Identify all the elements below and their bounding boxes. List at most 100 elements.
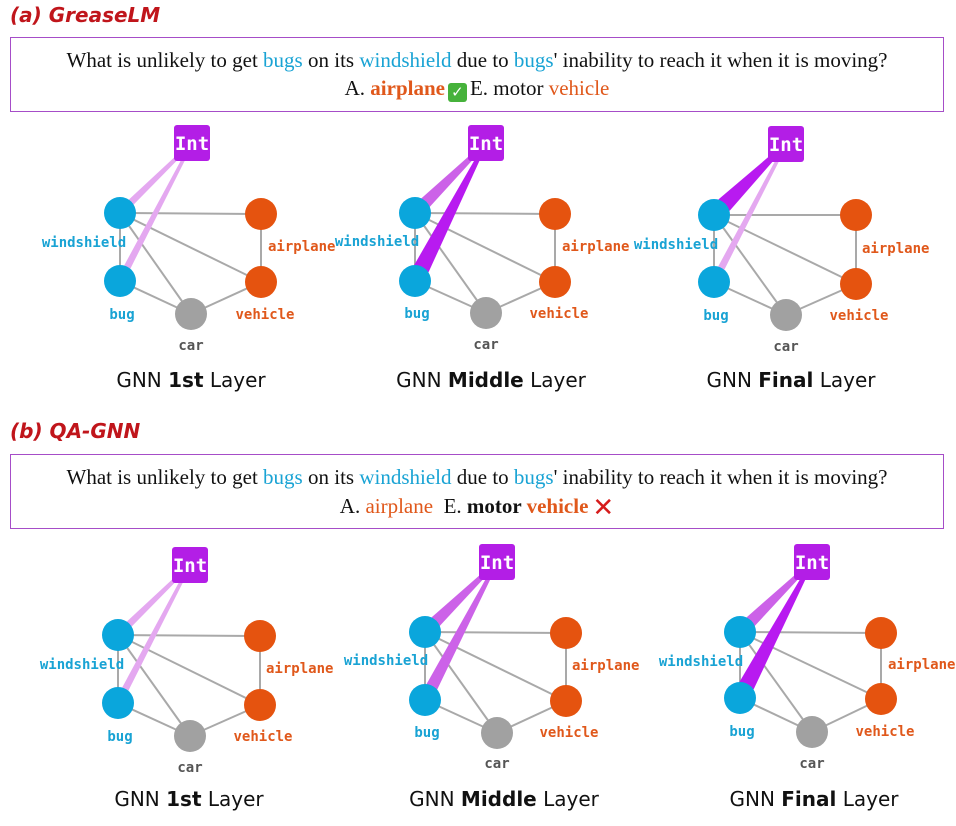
node-vehicle bbox=[245, 266, 277, 298]
caption-suffix: Layer bbox=[204, 368, 267, 392]
node-bug bbox=[724, 682, 756, 714]
question-word-bugs: bugs bbox=[263, 465, 303, 489]
question-box-b: What is unlikely to get bugs on its wind… bbox=[10, 454, 944, 529]
question-word-bugs: bugs bbox=[513, 48, 554, 72]
question-fragment: on its bbox=[302, 465, 360, 489]
caption-prefix: GNN bbox=[114, 787, 166, 811]
caption-suffix: Layer bbox=[836, 787, 899, 811]
label-vehicle: vehicle bbox=[855, 724, 914, 740]
node-bug bbox=[409, 684, 441, 716]
caption-prefix: GNN bbox=[706, 368, 758, 392]
graph-edge bbox=[119, 212, 262, 283]
node-int bbox=[172, 547, 208, 583]
label-vehicle: vehicle bbox=[829, 308, 888, 324]
attention-beam-bug bbox=[717, 143, 788, 272]
panel-caption: GNN Middle Layer bbox=[396, 368, 586, 392]
node-airplane bbox=[865, 617, 897, 649]
label-airplane: airplane bbox=[266, 661, 333, 677]
question-text-a: What is unlikely to get bugs on its wind… bbox=[11, 48, 943, 73]
label-vehicle: vehicle bbox=[539, 725, 598, 741]
node-int-label: Int bbox=[795, 552, 829, 574]
label-airplane: airplane bbox=[888, 657, 955, 673]
node-int-label: Int bbox=[480, 552, 514, 574]
panel-caption: GNN Final Layer bbox=[729, 787, 899, 811]
question-fragment: ' inability to reach it when it is movin… bbox=[553, 465, 888, 489]
answer-e-text: vehicle bbox=[548, 76, 610, 100]
label-windshield: windshield bbox=[335, 234, 419, 250]
label-airplane: airplane bbox=[862, 241, 929, 257]
panel-caption: GNN 1st Layer bbox=[116, 368, 266, 392]
label-windshield: windshield bbox=[40, 657, 124, 673]
node-airplane bbox=[539, 198, 571, 230]
graph-edge bbox=[713, 214, 787, 316]
caption-layer: 1st bbox=[168, 368, 204, 392]
graph-edge bbox=[739, 631, 882, 634]
answer-e-motor: motor bbox=[466, 494, 527, 518]
question-fragment: What is unlikely to get bbox=[66, 465, 264, 489]
answer-a-prefix: A. bbox=[344, 76, 371, 100]
node-bug bbox=[399, 265, 431, 297]
label-car: car bbox=[799, 756, 824, 772]
answer-e-text: vehicle bbox=[526, 494, 589, 518]
question-word-windshield: windshield bbox=[359, 465, 452, 489]
label-vehicle: vehicle bbox=[529, 306, 588, 322]
answer-e-prefix: E. motor bbox=[469, 76, 549, 100]
answers-a: A. airplane✓E. motor vehicle bbox=[11, 76, 943, 102]
node-vehicle bbox=[865, 683, 897, 715]
node-bug bbox=[104, 265, 136, 297]
label-car: car bbox=[473, 337, 498, 353]
node-vehicle bbox=[244, 689, 276, 721]
caption-layer: 1st bbox=[166, 787, 202, 811]
label-bug: bug bbox=[703, 308, 728, 324]
node-airplane bbox=[244, 620, 276, 652]
attention-beam-bug bbox=[414, 142, 488, 273]
node-bug bbox=[102, 687, 134, 719]
check-icon: ✓ bbox=[447, 83, 467, 102]
label-windshield: windshield bbox=[659, 654, 743, 670]
label-bug: bug bbox=[109, 307, 134, 323]
question-fragment: ' inability to reach it when it is movin… bbox=[553, 48, 888, 72]
label-airplane: airplane bbox=[572, 658, 639, 674]
section-b-title: (b) QA-GNN bbox=[10, 419, 141, 443]
caption-suffix: Layer bbox=[813, 368, 876, 392]
answer-a-text: airplane bbox=[370, 76, 445, 100]
node-windshield bbox=[102, 619, 134, 651]
label-vehicle: vehicle bbox=[235, 307, 294, 323]
answer-e-prefix: E. bbox=[443, 494, 467, 518]
caption-layer: Final bbox=[781, 787, 836, 811]
graph-edge bbox=[119, 212, 192, 315]
panel-caption: GNN 1st Layer bbox=[114, 787, 264, 811]
graph-edge bbox=[424, 631, 567, 634]
node-windshield bbox=[698, 199, 730, 231]
graph-edge bbox=[424, 631, 567, 702]
node-car bbox=[770, 299, 802, 331]
node-windshield bbox=[399, 197, 431, 229]
answer-a-prefix: A. bbox=[339, 494, 366, 518]
question-box-a: What is unlikely to get bugs on its wind… bbox=[10, 37, 944, 112]
label-car: car bbox=[177, 760, 202, 776]
caption-suffix: Layer bbox=[202, 787, 265, 811]
node-windshield bbox=[409, 616, 441, 648]
attention-beam-bug bbox=[426, 561, 499, 691]
label-bug: bug bbox=[729, 724, 754, 740]
label-airplane: airplane bbox=[268, 239, 335, 255]
answer-a-text: airplane bbox=[365, 494, 434, 518]
node-int-label: Int bbox=[769, 134, 803, 156]
node-windshield bbox=[104, 197, 136, 229]
node-car bbox=[481, 717, 513, 749]
label-bug: bug bbox=[107, 729, 132, 745]
question-fragment: due to bbox=[451, 48, 514, 72]
label-car: car bbox=[178, 338, 203, 354]
label-bug: bug bbox=[404, 306, 429, 322]
panel-caption: GNN Middle Layer bbox=[409, 787, 599, 811]
node-car bbox=[174, 720, 206, 752]
answers-b: A. airplane E. motor vehicle✕ bbox=[11, 493, 943, 523]
caption-prefix: GNN bbox=[729, 787, 781, 811]
question-fragment: on its bbox=[302, 48, 360, 72]
question-word-windshield: windshield bbox=[359, 48, 452, 72]
caption-suffix: Layer bbox=[524, 368, 587, 392]
label-car: car bbox=[773, 339, 798, 355]
caption-prefix: GNN bbox=[396, 368, 448, 392]
cross-icon: ✕ bbox=[592, 493, 615, 523]
graph-edge bbox=[424, 631, 498, 734]
